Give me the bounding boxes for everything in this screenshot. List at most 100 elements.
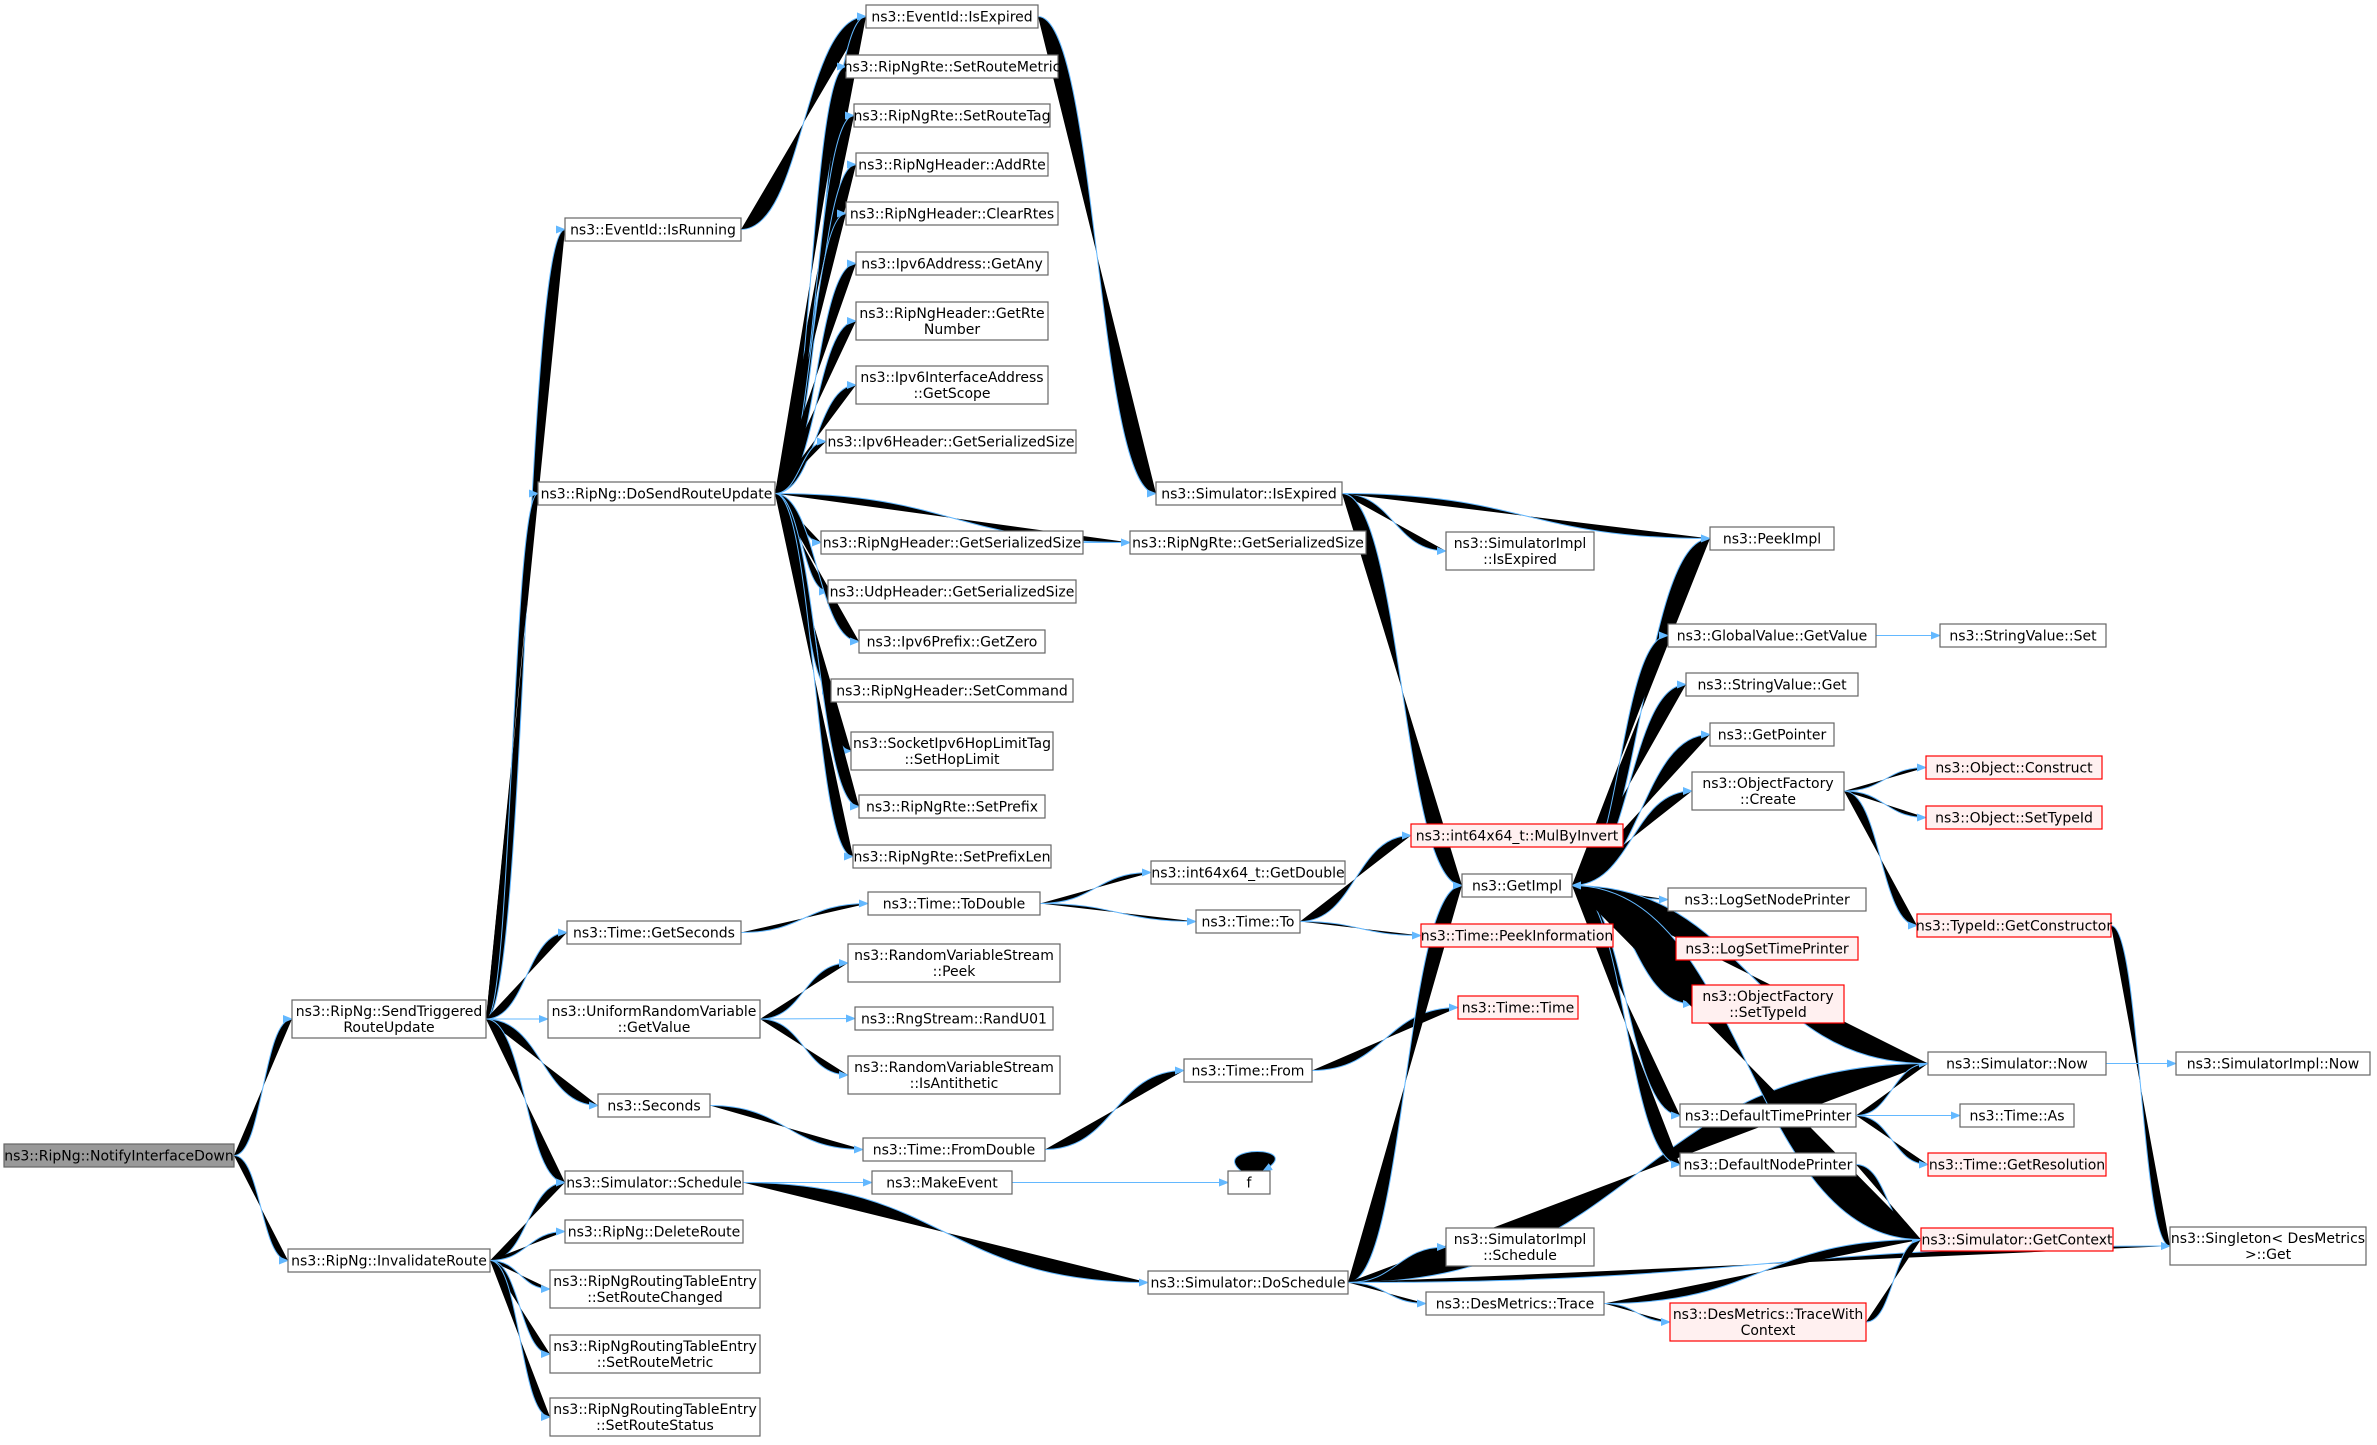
edge-getconstructor-to-singletonget [2110,925,2171,1250]
node-f[interactable]: f [1227,1170,1271,1195]
node-objfactorycreate[interactable]: ns3::ObjectFactory::Create [1691,771,1845,811]
node-setprefix[interactable]: ns3::RipNgRte::SetPrefix [858,794,1046,819]
edge-urvget-to-rvspeek [759,959,849,1020]
node-urvget[interactable]: ns3::UniformRandomVariable::GetValue [547,999,761,1039]
node-simnow[interactable]: ns3::Simulator::Now [1927,1051,2107,1076]
edge-getimpl-to-objfactorycreate [1571,787,1693,886]
edge-invalidate-to-schedule [489,1178,566,1261]
node-setroutemetric[interactable]: ns3::RipNgRte::SetRouteMetric [844,54,1061,79]
node-getconstructor[interactable]: ns3::TypeId::GetConstructor [1916,913,2112,938]
node-label: ns3::RipNgHeader::SetCommand [836,684,1067,700]
node-getresolution[interactable]: ns3::Time::GetResolution [1927,1152,2107,1177]
node-timeto[interactable]: ns3::Time::To [1195,909,1301,934]
node-logsetnodeprinter[interactable]: ns3::LogSetNodePrinter [1667,887,1867,912]
node-mulbyinvert[interactable]: ns3::int64x64_t::MulByInvert [1410,823,1624,848]
node-box [1709,722,1835,747]
edge-simisexpired-to-peekimpl [1341,493,1711,543]
node-box [1445,531,1595,571]
edge-defaulttimeprinter-to-simnow [1855,1059,1929,1116]
node-logsettimeprinter[interactable]: ns3::LogSetTimePrinter [1675,936,1859,961]
node-getcontext[interactable]: ns3::Simulator::GetContext [1920,1227,2114,1252]
node-addrte[interactable]: ns3::RipNgHeader::AddRte [855,152,1049,177]
edge-fromdouble-to-timefrom [1044,1066,1185,1150]
edge-seconds-to-fromdouble [709,1105,864,1154]
node-clearrtes[interactable]: ns3::RipNgHeader::ClearRtes [845,201,1059,226]
node-peekimpl[interactable]: ns3::PeekImpl [1709,526,1835,551]
node-fromdouble[interactable]: ns3::Time::FromDouble [862,1137,1046,1162]
edge-sendtrig-to-dosend [485,489,539,1020]
node-simisexpired[interactable]: ns3::Simulator::IsExpired [1155,481,1343,506]
node-riphdrsize[interactable]: ns3::RipNgHeader::GetSerializedSize [820,530,1084,555]
node-defaultnodeprinter[interactable]: ns3::DefaultNodePrinter [1679,1152,1857,1177]
node-getimpl[interactable]: ns3::GetImpl [1461,873,1573,898]
node-sethoplimit[interactable]: ns3::SocketIpv6HopLimitTag::SetHopLimit [850,731,1054,771]
node-doschedule[interactable]: ns3::Simulator::DoSchedule [1147,1270,1349,1295]
node-setroutestatus[interactable]: ns3::RipNgRoutingTableEntry::SetRouteSta… [549,1397,761,1437]
node-simimplschedule[interactable]: ns3::SimulatorImpl::Schedule [1445,1227,1595,1267]
node-peekinfo[interactable]: ns3::Time::PeekInformation [1420,923,1614,948]
node-simimplisexpired[interactable]: ns3::SimulatorImpl::IsExpired [1445,531,1595,571]
node-timeas[interactable]: ns3::Time::As [1959,1103,2075,1128]
node-deleteroute[interactable]: ns3::RipNg::DeleteRoute [564,1219,744,1244]
node-setroutechanged[interactable]: ns3::RipNgRoutingTableEntry::SetRouteCha… [549,1269,761,1309]
node-objconstruct[interactable]: ns3::Object::Construct [1925,755,2103,780]
node-label: ns3::Ipv6Header::GetSerializedSize [828,435,1075,451]
node-todouble[interactable]: ns3::Time::ToDouble [867,891,1041,916]
node-getdouble[interactable]: ns3::int64x64_t::GetDouble [1150,860,1346,885]
node-ipv6getany[interactable]: ns3::Ipv6Address::GetAny [855,251,1049,276]
node-rtesetroutemetric[interactable]: ns3::RipNgRoutingTableEntry::SetRouteMet… [549,1334,761,1374]
node-box [858,794,1046,819]
node-box [597,1093,711,1118]
edge-invalidate-to-setroutechanged [489,1260,551,1293]
node-label: ns3::MakeEvent [886,1176,998,1192]
node-box [1457,995,1579,1020]
node-objfactorysettypeid[interactable]: ns3::ObjectFactory::SetTypeId [1691,984,1845,1024]
node-getpointer[interactable]: ns3::GetPointer [1709,722,1835,747]
node-box [1667,623,1877,648]
node-globalgetvalue[interactable]: ns3::GlobalValue::GetValue [1667,623,1877,648]
node-gettimesec[interactable]: ns3::Time::GetSeconds [566,920,742,945]
node-ipv6hdrsize[interactable]: ns3::Ipv6Header::GetSerializedSize [825,429,1077,454]
node-label: ::SetRouteChanged [587,1290,723,1306]
node-singletonget[interactable]: ns3::Singleton< DesMetrics>::Get [2169,1226,2367,1266]
node-isrunning[interactable]: ns3::EventId::IsRunning [564,217,742,242]
edge-tracewithcontext-to-getcontext [1865,1235,1922,1323]
node-label: ns3::int64x64_t::GetDouble [1151,866,1344,882]
node-label: ns3::UdpHeader::GetSerializedSize [830,585,1075,601]
node-isexpired[interactable]: ns3::EventId::IsExpired [865,4,1039,29]
node-getscope[interactable]: ns3::Ipv6InterfaceAddress::GetScope [855,365,1049,405]
edge-layer [233,12,2177,1421]
node-desmetricstrace[interactable]: ns3::DesMetrics::Trace [1425,1291,1605,1316]
node-objsettypeid[interactable]: ns3::Object::SetTypeId [1925,805,2103,830]
node-label: ns3::RipNg::SendTriggered [296,1004,483,1020]
node-makeevent[interactable]: ns3::MakeEvent [871,1170,1013,1195]
node-randu01[interactable]: ns3::RngStream::RandU01 [854,1006,1054,1031]
node-stringvalueset[interactable]: ns3::StringValue::Set [1939,623,2107,648]
edge-doschedule-to-getimpl [1347,881,1463,1283]
node-setprefixlen[interactable]: ns3::RipNgRte::SetPrefixLen [852,844,1052,869]
node-udphdrsize[interactable]: ns3::UdpHeader::GetSerializedSize [827,579,1077,604]
node-label: ns3::RipNgRoutingTableEntry [553,1274,757,1290]
node-timetime[interactable]: ns3::Time::Time [1457,995,1579,1020]
node-timefrom[interactable]: ns3::Time::From [1183,1058,1313,1083]
node-schedule[interactable]: ns3::Simulator::Schedule [564,1170,744,1195]
node-isantithetic[interactable]: ns3::RandomVariableStream::IsAntithetic [847,1055,1061,1095]
node-label: ns3::RipNgRte::SetPrefixLen [853,850,1050,866]
node-rtesize[interactable]: ns3::RipNgRte::GetSerializedSize [1129,530,1367,555]
edge-simisexpired-to-getimpl [1341,493,1463,890]
node-label: ns3::DesMetrics::TraceWith [1673,1307,1863,1323]
node-invalidate[interactable]: ns3::RipNg::InvalidateRoute [287,1248,491,1273]
node-dosend[interactable]: ns3::RipNg::DoSendRouteUpdate [537,481,776,506]
edge-f-to-f [1234,1151,1276,1172]
node-seconds[interactable]: ns3::Seconds [597,1093,711,1118]
node-defaulttimeprinter[interactable]: ns3::DefaultTimePrinter [1679,1103,1857,1128]
node-stringvalueget[interactable]: ns3::StringValue::Get [1685,672,1859,697]
node-setcommand[interactable]: ns3::RipNgHeader::SetCommand [830,678,1074,703]
node-setroutetag[interactable]: ns3::RipNgRte::SetRouteTag [853,103,1051,128]
node-rvspeek[interactable]: ns3::RandomVariableStream::Peek [847,943,1061,983]
node-simimplnow[interactable]: ns3::SimulatorImpl::Now [2175,1051,2371,1076]
node-getzero[interactable]: ns3::Ipv6Prefix::GetZero [858,629,1046,654]
